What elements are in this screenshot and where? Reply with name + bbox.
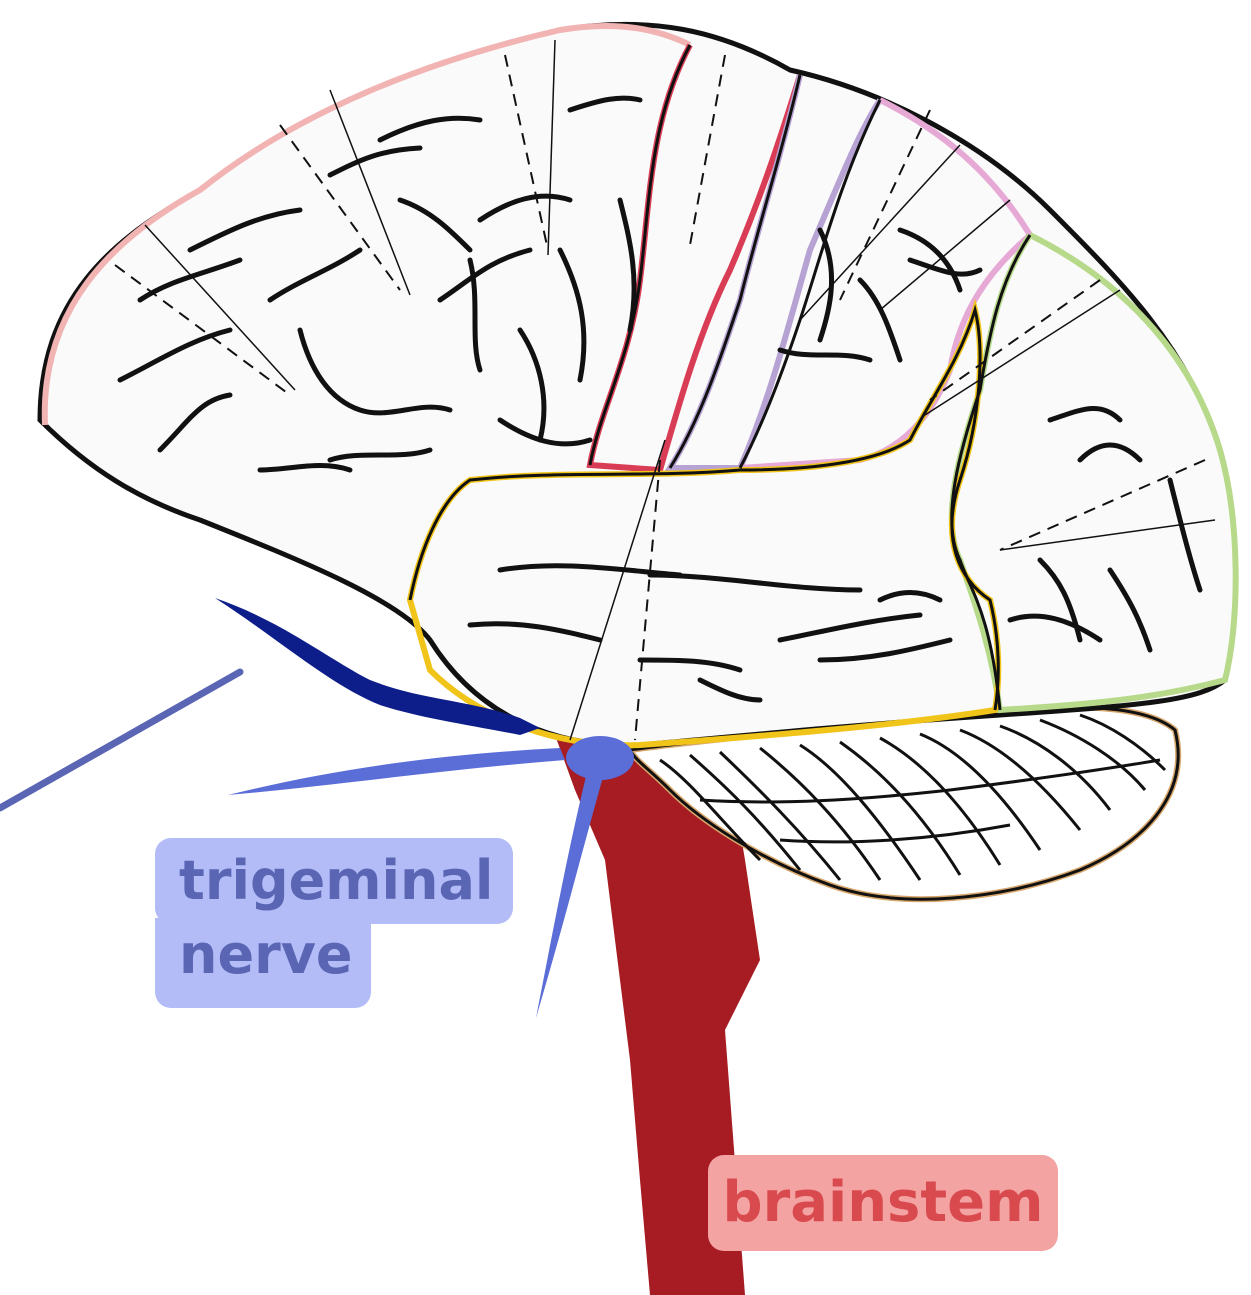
nerve-upper-branch	[228, 748, 565, 795]
cerebrum-shape	[40, 24, 1236, 745]
trigeminal-ganglion	[566, 736, 634, 780]
brainstem-label-text: brainstem	[723, 1170, 1044, 1235]
brainstem-label: brainstem	[708, 1155, 1058, 1251]
trigeminal-label-line2: nerve	[155, 918, 371, 1008]
trigeminal-label-line1: trigeminal	[155, 838, 513, 924]
nerve-label-text: nerve	[179, 923, 353, 986]
trigeminal-label-text: trigeminal	[179, 849, 493, 912]
nerve-lower-branch	[536, 760, 605, 1018]
nerve-pointer-line	[0, 672, 240, 808]
